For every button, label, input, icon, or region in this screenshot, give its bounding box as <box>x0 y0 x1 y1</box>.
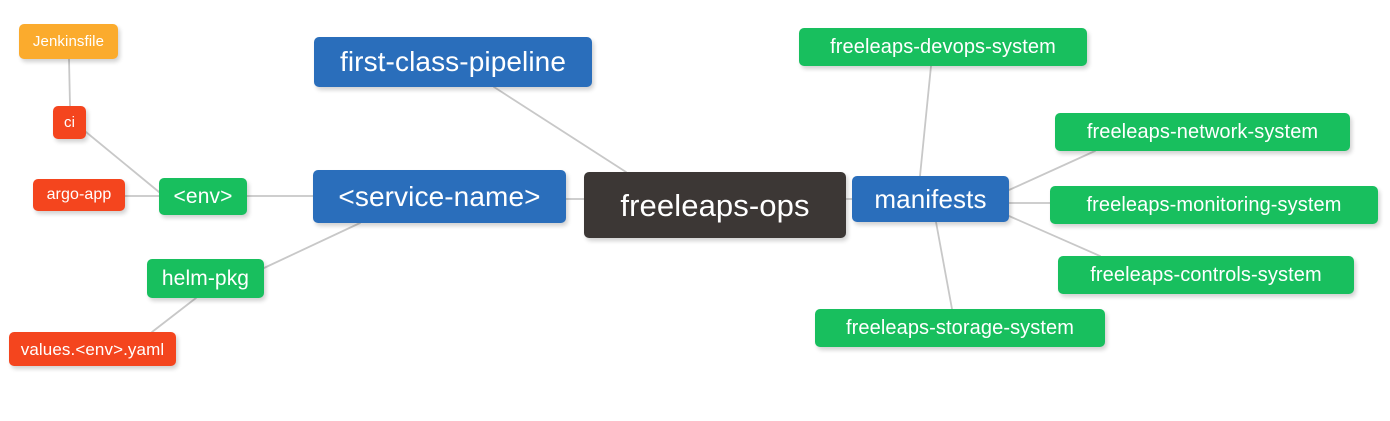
edge-jenkinsfile-to-ci <box>68 58 71 107</box>
node-label-freeleaps-controls-system: freeleaps-controls-system <box>1090 264 1322 286</box>
node-label-freeleaps-ops: freeleaps-ops <box>620 187 810 223</box>
node-freeleaps-ops[interactable]: freeleaps-ops <box>584 172 846 238</box>
node-label-ci: ci <box>63 114 76 131</box>
node-values-yaml[interactable]: values.<env>.yaml <box>9 332 176 366</box>
node-label-argo-app: argo-app <box>46 186 112 203</box>
node-label-jenkinsfile: Jenkinsfile <box>32 33 105 50</box>
node-label-service-name: <service-name> <box>338 180 541 212</box>
node-freeleaps-devops-system[interactable]: freeleaps-devops-system <box>799 28 1087 66</box>
node-label-helm-pkg: helm-pkg <box>161 267 250 290</box>
node-jenkinsfile[interactable]: Jenkinsfile <box>19 24 118 59</box>
node-first-class-pipeline[interactable]: first-class-pipeline <box>314 37 592 87</box>
node-label-freeleaps-devops-system: freeleaps-devops-system <box>830 36 1056 58</box>
node-service-name[interactable]: <service-name> <box>313 170 566 223</box>
edge-values-yaml-to-helm-pkg <box>151 297 197 333</box>
node-helm-pkg[interactable]: helm-pkg <box>147 259 264 298</box>
node-label-freeleaps-network-system: freeleaps-network-system <box>1086 121 1319 143</box>
node-label-first-class-pipeline: first-class-pipeline <box>339 46 567 77</box>
edge-manifests-to-freeleaps-devops-system <box>919 65 932 177</box>
node-freeleaps-monitoring-system[interactable]: freeleaps-monitoring-system <box>1050 186 1378 224</box>
node-label-env: <env> <box>173 185 233 208</box>
node-ci[interactable]: ci <box>53 106 86 139</box>
node-freeleaps-controls-system[interactable]: freeleaps-controls-system <box>1058 256 1354 294</box>
edge-manifests-to-freeleaps-network-system <box>1008 150 1096 191</box>
edge-manifests-to-freeleaps-storage-system <box>935 221 953 310</box>
node-freeleaps-network-system[interactable]: freeleaps-network-system <box>1055 113 1350 151</box>
edge-helm-pkg-to-service-name <box>263 222 361 269</box>
node-label-manifests: manifests <box>874 184 987 214</box>
node-env[interactable]: <env> <box>159 178 247 215</box>
node-freeleaps-storage-system[interactable]: freeleaps-storage-system <box>815 309 1105 347</box>
node-label-freeleaps-monitoring-system: freeleaps-monitoring-system <box>1086 194 1342 216</box>
node-argo-app[interactable]: argo-app <box>33 179 125 211</box>
node-label-values-yaml: values.<env>.yaml <box>20 339 165 359</box>
edge-first-class-pipeline-to-freeleaps-ops <box>493 86 627 173</box>
node-manifests[interactable]: manifests <box>852 176 1009 222</box>
node-label-freeleaps-storage-system: freeleaps-storage-system <box>845 317 1075 339</box>
